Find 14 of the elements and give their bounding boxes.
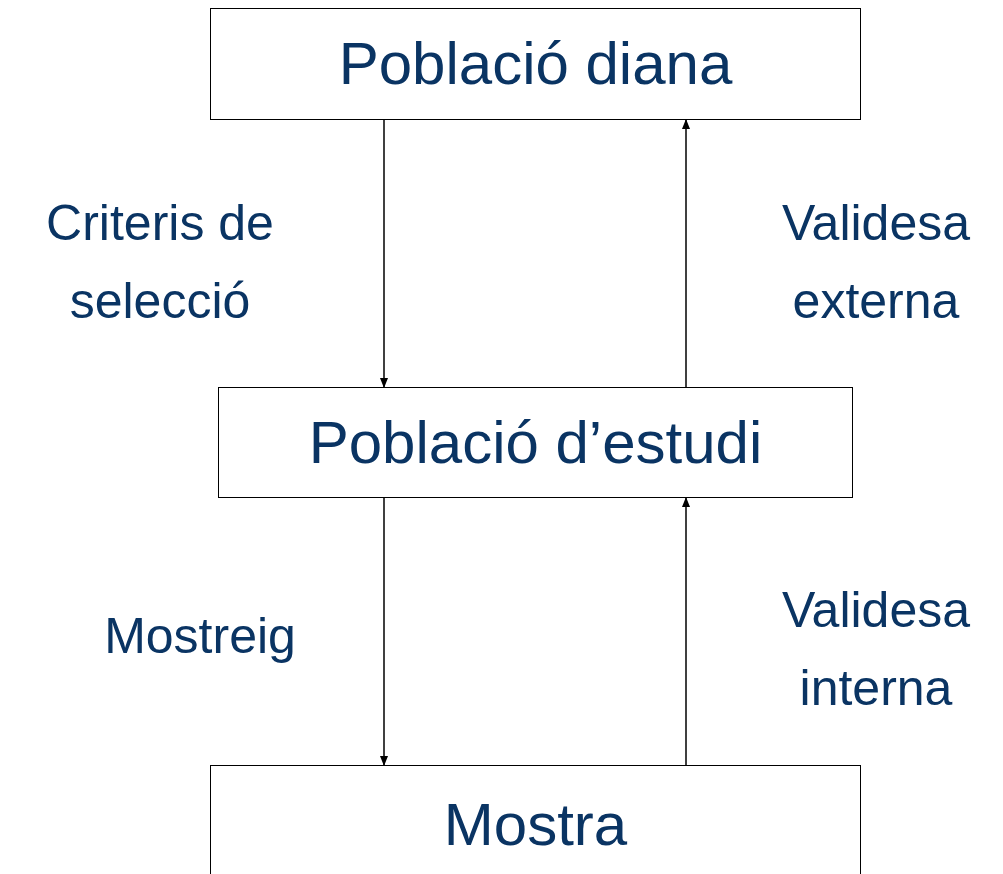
edge-label: Mostreig — [103, 607, 297, 666]
arrow — [682, 119, 690, 388]
arrow — [380, 119, 388, 388]
process-box — [218, 387, 853, 498]
process-box — [210, 8, 861, 120]
arrow — [682, 497, 690, 766]
edge-label: Criteris de selecció — [45, 194, 275, 331]
box-label: Població d’estudi — [308, 412, 763, 473]
box-label: Mostra — [443, 795, 628, 855]
edge-label: Validesa externa — [780, 194, 972, 331]
process-box — [210, 765, 861, 874]
box-label: Població diana — [338, 34, 733, 94]
edge-label: Validesa interna — [780, 581, 972, 718]
arrow — [380, 497, 388, 766]
